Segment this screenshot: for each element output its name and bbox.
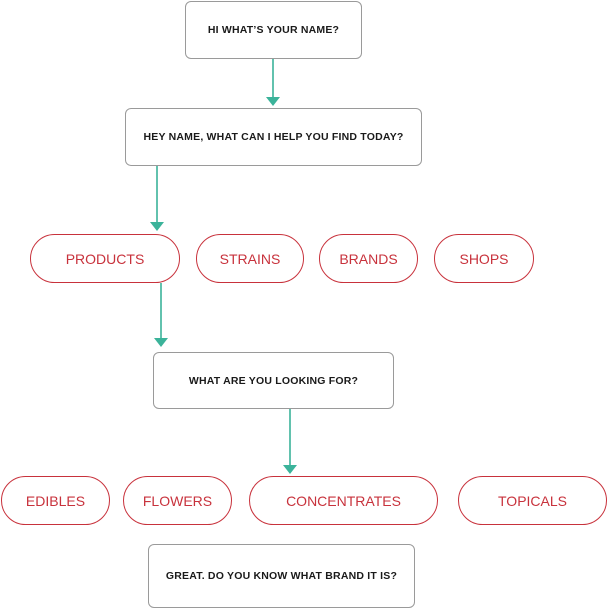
question-looking: WHAT ARE YOU LOOKING FOR? — [153, 352, 394, 409]
option-edibles-label: EDIBLES — [25, 492, 86, 509]
option-products-label: PRODUCTS — [65, 250, 145, 267]
option-concentrates[interactable]: CONCENTRATES — [249, 476, 438, 525]
option-brands[interactable]: BRANDS — [319, 234, 418, 283]
option-strains[interactable]: STRAINS — [196, 234, 304, 283]
arrowhead-help-to-products — [150, 222, 164, 231]
question-help: HEY NAME, WHAT CAN I HELP YOU FIND TODAY… — [125, 108, 422, 166]
option-brands-label: BRANDS — [339, 250, 398, 267]
arrowhead-products-to-looking — [154, 338, 168, 347]
question-looking-text: WHAT ARE YOU LOOKING FOR? — [188, 374, 359, 387]
question-brand: GREAT. DO YOU KNOW WHAT BRAND IT IS? — [148, 544, 415, 608]
question-help-text: HEY NAME, WHAT CAN I HELP YOU FIND TODAY… — [143, 131, 404, 143]
option-strains-label: STRAINS — [219, 250, 281, 267]
option-topicals[interactable]: TOPICALS — [458, 476, 607, 525]
option-shops[interactable]: SHOPS — [434, 234, 534, 283]
option-concentrates-label: CONCENTRATES — [286, 492, 401, 509]
arrowhead-looking-to-concentrates — [283, 465, 297, 474]
option-topicals-label: TOPICALS — [498, 492, 567, 509]
option-edibles[interactable]: EDIBLES — [1, 476, 110, 525]
option-products[interactable]: PRODUCTS — [30, 234, 180, 283]
option-flowers-label: FLOWERS — [142, 492, 213, 509]
option-flowers[interactable]: FLOWERS — [123, 476, 232, 525]
question-name-text: HI WHAT’S YOUR NAME? — [207, 24, 340, 36]
question-brand-text: GREAT. DO YOU KNOW WHAT BRAND IT IS? — [165, 570, 398, 582]
question-name: HI WHAT’S YOUR NAME? — [185, 1, 362, 59]
arrowhead-name-to-help — [266, 97, 280, 106]
option-shops-label: SHOPS — [459, 250, 509, 267]
